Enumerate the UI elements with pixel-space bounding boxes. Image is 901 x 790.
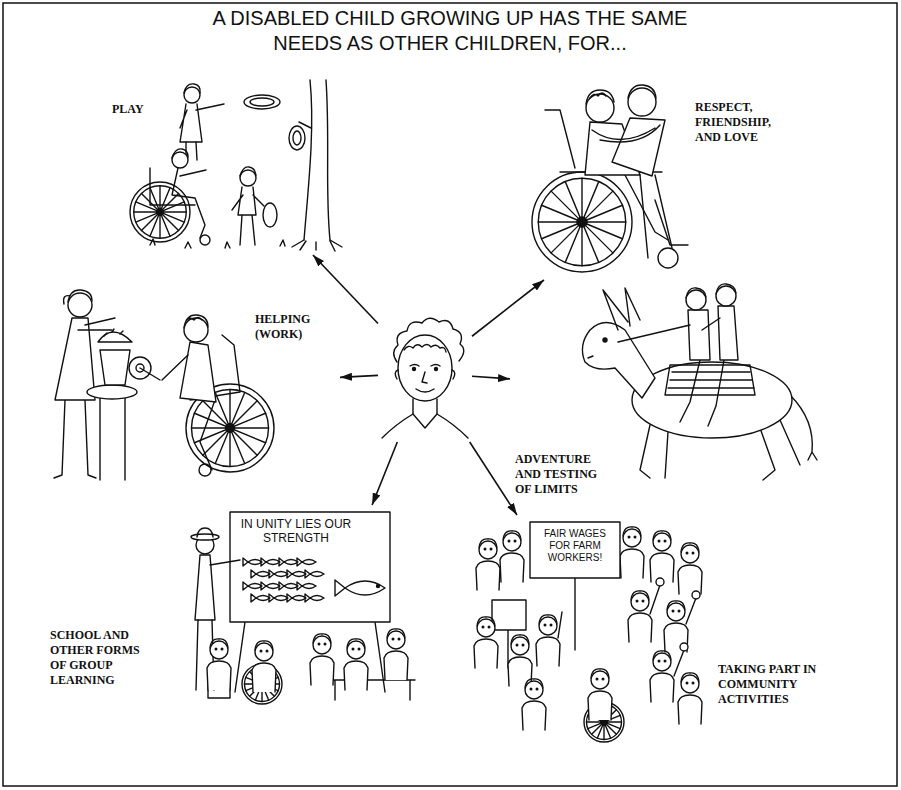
need-scene: ADVENTURE AND TESTING OF LIMITS [510,275,830,505]
helping-illustration [54,290,274,480]
placard-text: FAIR WAGES FOR FARM WORKERS! [536,528,614,564]
blackboard-text: IN UNITY LIES OUR STRENGTH [237,517,355,545]
child-face [382,318,468,438]
hug-illustration [532,85,688,272]
adventure-illustration [582,284,817,480]
need-scene: HELPING (WORK) [40,285,340,485]
arrow-connector [470,442,517,515]
need-scene: RESPECT, FRIENDSHIP, AND LOVE [525,75,825,280]
need-label: SCHOOL AND OTHER FORMS OF GROUP LEARNING [50,628,150,688]
need-scene: PLAY [105,75,350,255]
arrow-connector [472,280,544,336]
arrow-connector [313,255,378,324]
arrow-connector [340,375,378,377]
need-label: HELPING (WORK) [255,312,335,342]
school-illustration [191,512,415,704]
need-label: PLAY [112,102,172,117]
need-label: TAKING PART IN COMMUNITY ACTIVITIES [718,662,818,707]
arrow-connector [472,376,510,379]
need-label: ADVENTURE AND TESTING OF LIMITS [515,452,610,497]
need-scene: TAKING PART IN COMMUNITY ACTIVITIES [465,515,845,755]
diagram-title: A DISABLED CHILD GROWING UP HAS THE SAME… [185,6,715,56]
need-label: RESPECT, FRIENDSHIP, AND LOVE [695,100,790,145]
child-face-node [378,305,472,442]
frame-border [3,3,897,786]
community-illustration [474,522,702,742]
need-scene: SCHOOL AND OTHER FORMS OF GROUP LEARNING [45,505,430,705]
arrow-connector [372,442,397,505]
play-illustration [130,80,342,251]
